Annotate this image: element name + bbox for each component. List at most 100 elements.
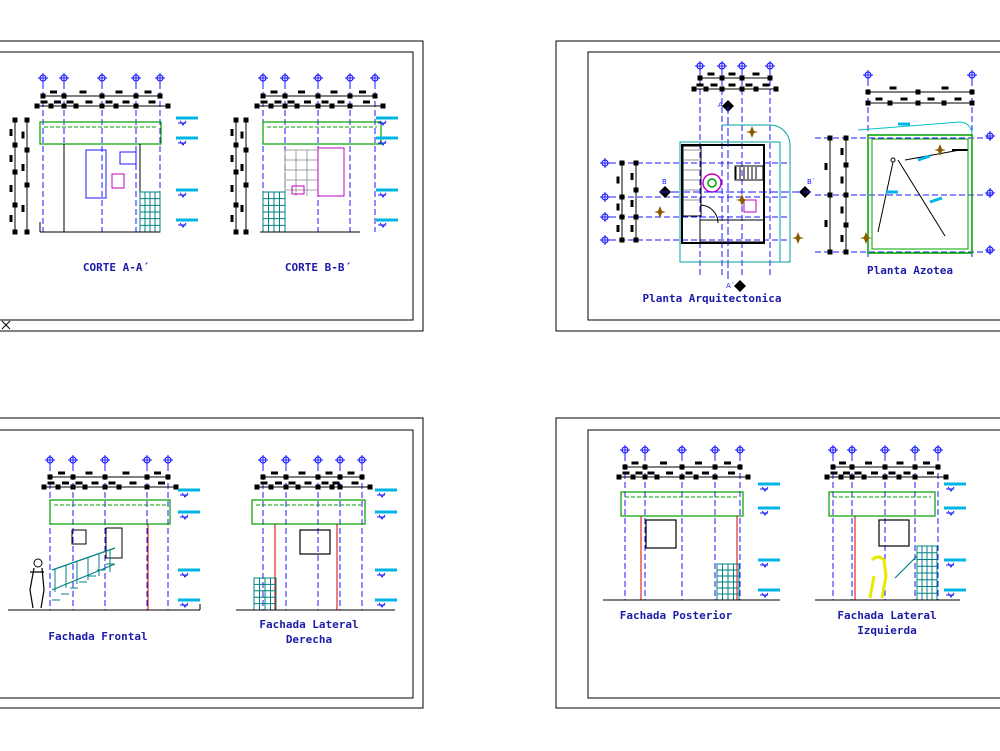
- dimension-tick: [295, 484, 301, 490]
- dimension-tick: [838, 474, 844, 480]
- toilet-b: [291, 185, 305, 195]
- dimension-text-mark: [695, 461, 702, 465]
- dimension-tick: [616, 474, 622, 480]
- person-head: [33, 558, 43, 568]
- dimension-text-mark: [896, 461, 904, 465]
- dimension-text-mark: [875, 97, 883, 101]
- dimension-text-mark: [839, 461, 846, 465]
- dimension-tick: [116, 484, 122, 490]
- dimension-tick: [283, 474, 289, 480]
- dimension-text-mark: [728, 83, 736, 87]
- dimension-text-mark: [304, 100, 311, 104]
- label-fachada-posterior: Fachada Posterior: [620, 609, 733, 622]
- dimension-tick: [619, 237, 625, 243]
- stair-rail: [51, 547, 116, 571]
- dimension-tick: [243, 117, 249, 123]
- drawings-layer: [8, 61, 995, 611]
- dimension-tick: [102, 484, 108, 490]
- dimension-tick: [843, 249, 849, 255]
- door-b: [317, 147, 345, 197]
- dimension-text-mark: [122, 471, 130, 475]
- level-arrow: [378, 514, 386, 520]
- plan-mark-b-right: B´: [807, 178, 815, 186]
- level-arrow: [761, 486, 769, 492]
- dimension-tick: [173, 484, 179, 490]
- dimension-text-mark: [58, 471, 65, 475]
- dimension-tick: [233, 229, 239, 235]
- dimension-text-mark: [927, 97, 935, 101]
- label-planta-arquitectonica: Planta Arquitectonica: [642, 292, 781, 305]
- dimension-text-mark: [702, 471, 709, 475]
- dimension-text-mark: [622, 471, 630, 475]
- dimension-tick: [912, 474, 918, 480]
- dimension-tick: [243, 147, 249, 153]
- section-corte-b: [230, 73, 398, 235]
- dimension-text-mark: [260, 481, 268, 485]
- dimension-tick: [633, 214, 639, 220]
- dimension-text-mark: [728, 471, 735, 475]
- person-body: [29, 567, 45, 609]
- level-star: [746, 126, 758, 138]
- sheet-top-left: [0, 40, 424, 332]
- dimension-tick: [843, 162, 849, 168]
- dimension-tick: [61, 93, 67, 99]
- dimension-tick: [12, 229, 18, 235]
- stair-frontal: [51, 547, 116, 601]
- dimension-tick: [233, 169, 239, 175]
- dimension-text-mark: [275, 481, 282, 485]
- dimension-text-mark: [75, 481, 83, 485]
- dimension-tick: [843, 222, 849, 228]
- label-planta-azotea: Planta Azotea: [867, 264, 953, 277]
- dimension-text-mark: [108, 481, 116, 485]
- level-arrow: [947, 562, 955, 568]
- plan-walls: [681, 144, 765, 244]
- dimension-text-mark: [337, 100, 345, 104]
- dimension-text-mark: [240, 205, 244, 212]
- label-fachada-frontal: Fachada Frontal: [48, 630, 147, 643]
- dimension-text-mark: [927, 471, 934, 475]
- level-arrow: [181, 514, 189, 520]
- dimension-text-mark: [330, 90, 338, 94]
- dimension-tick: [55, 484, 61, 490]
- dimension-text-mark: [85, 471, 93, 475]
- dimension-text-mark: [240, 131, 244, 139]
- dimension-text-mark: [148, 100, 156, 104]
- level-arrow: [181, 492, 189, 498]
- dimension-text-mark: [630, 225, 634, 232]
- section-arrow: [734, 280, 746, 292]
- dimension-text-mark: [21, 164, 25, 171]
- dimension-tick: [282, 103, 288, 109]
- dimension-tick: [268, 103, 274, 109]
- dimension-text-mark: [830, 471, 838, 475]
- roof-slab: [828, 491, 936, 517]
- dimension-text-mark: [288, 481, 296, 485]
- roof-outline: [867, 134, 973, 254]
- door-f1: [105, 527, 123, 559]
- dimension-text-mark: [115, 90, 123, 94]
- level-arrow: [179, 140, 187, 146]
- level-arrow: [947, 592, 955, 598]
- plan-azotea: [815, 70, 995, 258]
- dimension-tick: [99, 93, 105, 99]
- dimension-tick: [254, 484, 260, 490]
- dimension-text-mark: [696, 83, 704, 87]
- label-corte-b: CORTE B-B´: [285, 261, 351, 274]
- dimension-tick: [737, 464, 743, 470]
- dimension-tick: [102, 474, 108, 480]
- dimension-tick: [969, 100, 975, 106]
- dimension-text-mark: [865, 461, 872, 465]
- dimension-tick: [693, 474, 699, 480]
- level-arrow: [179, 222, 187, 228]
- dimension-tick: [697, 75, 703, 81]
- roof-level-marker: [917, 154, 931, 162]
- dimension-text-mark: [954, 97, 962, 101]
- dimension-text-mark: [105, 100, 113, 104]
- dimension-text-mark: [79, 90, 87, 94]
- dimension-tick: [24, 229, 30, 235]
- roof-level-marker: [929, 196, 943, 204]
- tiled-wall: [284, 149, 319, 196]
- level-arrow: [181, 602, 189, 608]
- dimension-text-mark: [50, 90, 57, 94]
- dimension-text-mark: [321, 481, 329, 485]
- dimension-text-mark: [298, 90, 305, 94]
